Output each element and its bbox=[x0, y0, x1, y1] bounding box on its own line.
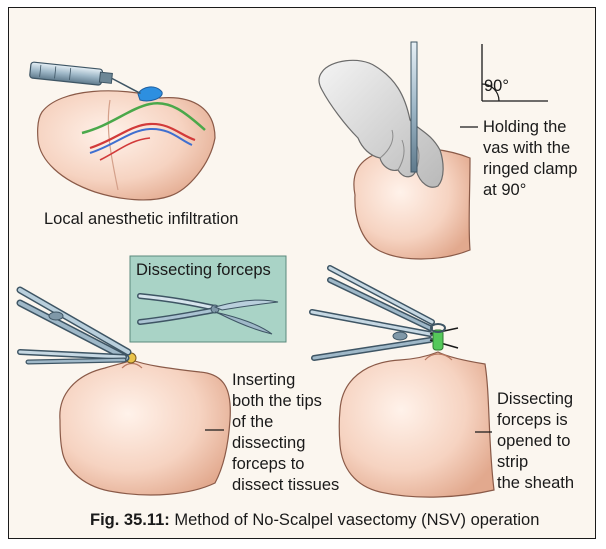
panel-local-anesthetic bbox=[29, 62, 215, 200]
scrotum-skin bbox=[339, 352, 494, 497]
label-local-anesthetic: Local anesthetic infiltration bbox=[44, 209, 238, 230]
ringed-clamp bbox=[20, 352, 124, 362]
scrotum-skin bbox=[60, 360, 230, 495]
label-opening-forceps: Dissecting forceps is opened to strip th… bbox=[497, 389, 574, 494]
label-angle: 90° bbox=[484, 76, 509, 97]
ringed-clamp bbox=[411, 42, 417, 172]
dissecting-forceps bbox=[20, 290, 128, 358]
inset-title: Dissecting forceps bbox=[136, 261, 271, 280]
caption-number: Fig. 35.11: bbox=[90, 511, 170, 529]
figure-caption: Fig. 35.11: Method of No-Scalpel vasecto… bbox=[90, 511, 539, 530]
syringe bbox=[29, 62, 142, 94]
label-holding-vas: Holding the vas with the ringed clamp at… bbox=[483, 117, 577, 201]
caption-text: Method of No-Scalpel vasectomy (NSV) ope… bbox=[170, 511, 540, 529]
panel-opening-forceps bbox=[312, 268, 494, 497]
label-inserting-forceps: Inserting both the tips of the dissectin… bbox=[232, 370, 339, 496]
